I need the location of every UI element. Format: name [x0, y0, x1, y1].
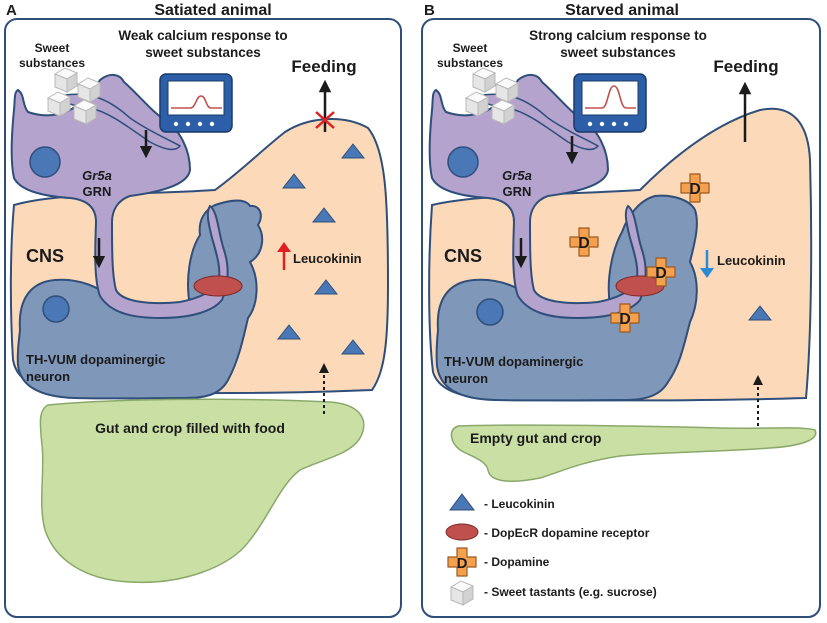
sweet-cube	[495, 77, 519, 103]
feeding-label: Feeding	[713, 57, 778, 76]
thvum-label-line1: TH-VUM dopaminergic	[444, 354, 583, 369]
sweet-cube	[77, 77, 101, 103]
sweet-cube	[54, 67, 78, 93]
calcium-label-line1: Strong calcium response to	[529, 28, 707, 43]
gut-and-crop	[450, 424, 817, 483]
dopamine-molecule: D	[569, 227, 599, 257]
panel-b-title: Starved animal	[565, 2, 679, 19]
blocked-x-icon	[315, 111, 335, 129]
leucokinin-down-arrowhead	[700, 268, 714, 278]
thvum-soma	[476, 298, 504, 326]
gut-label: Empty gut and crop	[470, 430, 601, 446]
sweet-cube	[491, 99, 515, 125]
calcium-monitor	[573, 73, 647, 133]
cns-label: CNS	[444, 246, 482, 266]
sweet-label-line2: substances	[19, 56, 85, 70]
panel-b: B Starved animal D D D D	[421, 2, 821, 618]
legend-dopamine-icon: D	[447, 547, 477, 577]
thvum-label-line1: TH-VUM dopaminergic	[26, 352, 165, 367]
legend-receptor-icon	[445, 523, 479, 541]
gut-label: Gut and crop filled with food	[95, 420, 285, 436]
legend-leucokinin-label: - Leucokinin	[484, 497, 555, 511]
leucokinin-triangle	[340, 143, 366, 159]
thvum-label-line2: neuron	[444, 371, 488, 386]
leucokinin-label: Leucokinin	[717, 253, 786, 268]
sweet-label-line2: substances	[437, 56, 503, 70]
thvum-label-line2: neuron	[26, 369, 70, 384]
gut-and-crop	[39, 398, 365, 584]
panel-a-letter: A	[6, 2, 17, 19]
grn-label-italic: Gr5a	[502, 168, 532, 183]
grn-label: GRN	[503, 184, 532, 199]
sweet-label-line1: Sweet	[35, 41, 70, 55]
leucokinin-triangles	[276, 143, 366, 355]
sweet-cube	[73, 99, 97, 125]
leucokinin-triangle	[747, 305, 773, 321]
leucokinin-up-arrowhead	[277, 242, 291, 252]
svg-text:D: D	[619, 311, 631, 328]
legend-dopamine-label: - Dopamine	[484, 555, 550, 569]
leucokinin-triangle	[311, 207, 337, 223]
calcium-monitor	[159, 73, 233, 133]
sweet-cube	[472, 67, 496, 93]
leucokinin-triangle	[276, 324, 302, 340]
grn-soma	[447, 146, 479, 178]
calcium-label-line2: sweet substances	[560, 45, 676, 60]
legend-receptor-label: - DopEcR dopamine receptor	[484, 526, 650, 540]
legend-leucokinin-icon	[449, 493, 475, 511]
svg-text:D: D	[655, 265, 667, 282]
leucokinin-triangle	[313, 279, 339, 295]
grn-label-italic: Gr5a	[82, 168, 112, 183]
cns-label: CNS	[26, 246, 64, 266]
leucokinin-triangle	[281, 173, 307, 189]
thvum-soma	[42, 295, 70, 323]
sweet-label-line1: Sweet	[453, 41, 488, 55]
panel-b-letter: B	[424, 2, 435, 19]
svg-text:D: D	[457, 555, 468, 572]
panel-a-title: Satiated animal	[154, 2, 271, 19]
leucokinin-label: Leucokinin	[293, 251, 362, 266]
legend-sweet-label: - Sweet tastants (e.g. sucrose)	[484, 585, 657, 599]
calcium-label-line1: Weak calcium response to	[118, 28, 287, 43]
grn-label: GRN	[83, 184, 112, 199]
dopamine-molecule: D	[680, 173, 710, 203]
grn-soma	[29, 146, 61, 178]
dopecr-receptor	[193, 275, 243, 297]
svg-text:D: D	[578, 235, 590, 252]
svg-text:D: D	[689, 181, 701, 198]
leucokinin-triangle	[340, 339, 366, 355]
sweet-cube	[47, 91, 71, 117]
panel-a: A Satiated animal	[4, 2, 402, 618]
feeding-label: Feeding	[291, 57, 356, 76]
dopamine-molecule: D	[610, 303, 640, 333]
legend-sweet-icon	[450, 580, 474, 606]
dopamine-molecule: D	[646, 257, 676, 287]
legend: - Leucokinin - DopEcR dopamine receptor …	[445, 493, 657, 606]
calcium-label-line2: sweet substances	[145, 45, 261, 60]
sweet-cube	[465, 91, 489, 117]
